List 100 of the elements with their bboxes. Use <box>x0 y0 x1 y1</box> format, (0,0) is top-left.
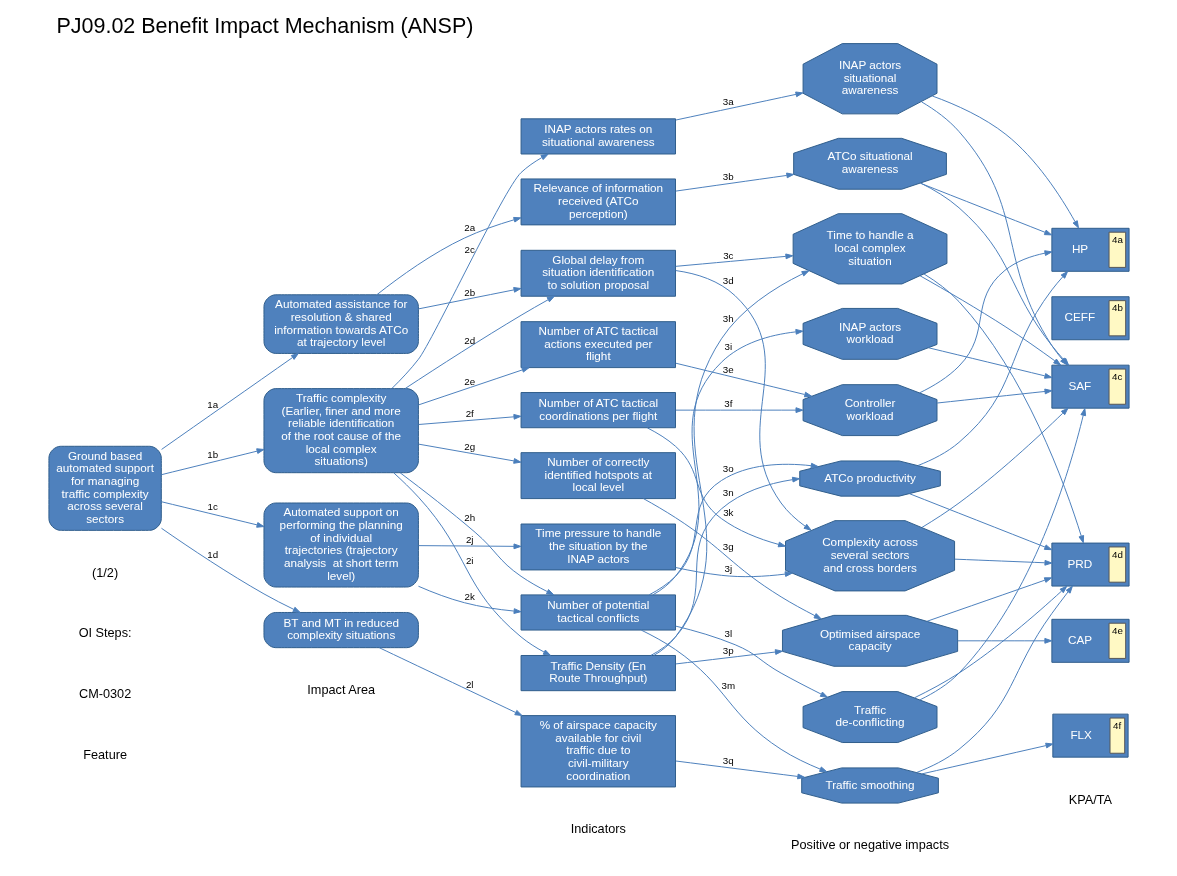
edge-label: 1a <box>206 399 218 411</box>
arrow <box>674 362 812 398</box>
arrow <box>160 353 299 450</box>
label: KPA/TA <box>1068 792 1112 807</box>
node-box: Automated support on performing the planning of individual trajectories (trajectory analysis at short term level) <box>263 502 419 588</box>
node-box: Automated assistance for resolution & shared information towards ATCo at trajectory level <box>263 294 419 354</box>
arrow <box>417 443 521 464</box>
arrow <box>376 216 521 296</box>
edge-label: 3o <box>722 462 734 474</box>
arrow <box>417 585 521 614</box>
edge-label: 3l <box>723 627 732 639</box>
node-box: Global delay from situation identification to solution proposal <box>520 249 676 297</box>
label: CM-0302 <box>78 686 131 701</box>
node-box: HP 4a <box>1050 227 1130 272</box>
label: Impact Area <box>306 683 375 697</box>
label: Positive or negative impacts <box>790 838 949 853</box>
arrow <box>646 427 786 548</box>
edge-label: 2h <box>463 511 475 523</box>
node-box: Number of correctly identified hotspots at local level <box>520 452 676 500</box>
edge-label: 1b <box>206 449 218 461</box>
edge-label: 2a <box>463 222 475 234</box>
arrow <box>417 367 530 406</box>
arrow <box>918 250 1052 394</box>
label: OI Steps: <box>78 626 132 641</box>
arrow <box>674 760 805 780</box>
arrow <box>160 501 264 528</box>
node-box: FLX 4f <box>1051 713 1129 758</box>
node-box: Traffic complexity (Earlier, finer and more reliable identification of the root cause of the local complex situations) <box>263 388 419 474</box>
arrow <box>936 388 1052 404</box>
arrow <box>927 347 1052 379</box>
edge-label: 3k <box>722 506 733 518</box>
arrow <box>908 493 1052 551</box>
arrow <box>378 647 522 716</box>
edge-label: 2c <box>464 243 475 255</box>
edge-label: 3e <box>722 363 734 375</box>
arrow <box>926 577 1052 622</box>
arrow <box>160 448 264 476</box>
arrow <box>956 637 1052 644</box>
arrow <box>674 270 811 531</box>
arrow <box>392 472 551 656</box>
arrow <box>674 567 793 578</box>
edge-label: 3i <box>723 340 732 352</box>
node-box: Number of ATC tactical coordinations per flight <box>520 392 676 429</box>
arrow <box>915 585 1073 773</box>
arrow <box>642 498 822 620</box>
node-box: SAF 4c <box>1050 364 1130 409</box>
arrow <box>417 413 521 425</box>
arrow <box>953 558 1052 566</box>
edge-label: 3a <box>722 96 734 108</box>
arrow <box>650 476 800 656</box>
edge-label: 2l <box>465 678 474 690</box>
arrow <box>919 408 1086 701</box>
arrow <box>652 328 803 596</box>
edge-label: 3n <box>722 487 734 499</box>
edge-label: 3b <box>722 171 734 183</box>
edge-label: 3j <box>723 563 732 575</box>
edge-label: 3d <box>722 275 734 287</box>
node-box: Number of ATC tactical actions executed per flight <box>520 321 676 369</box>
arrow <box>919 182 1052 236</box>
edge-label: 2b <box>463 286 475 298</box>
arrow <box>919 275 1061 366</box>
edge-label: 2e <box>463 375 475 387</box>
node-box: CAP 4e <box>1050 618 1130 663</box>
label: Feature <box>82 747 127 762</box>
node-box: PRD 4d <box>1050 542 1130 587</box>
arrow <box>674 649 783 665</box>
edge-label: 3h <box>722 313 734 325</box>
arrow <box>652 270 809 656</box>
edge-label: 2d <box>463 334 475 346</box>
edge-label: 3p <box>722 644 734 656</box>
label: Indicators <box>570 821 626 836</box>
arrow <box>417 543 521 550</box>
arrow <box>391 153 549 389</box>
arrow <box>640 629 827 773</box>
arrow <box>674 625 828 698</box>
edge-label: 2j <box>465 534 474 546</box>
node-box: % of airspace capacity available for civil traffic due to civil-military coordination <box>520 715 676 788</box>
arrow <box>674 91 803 121</box>
edge-label: 1d <box>206 548 218 560</box>
edge-label: 3f <box>723 398 732 410</box>
edge-label: 2f <box>465 407 474 419</box>
arrow <box>399 472 554 596</box>
node-box: Relevance of information received (ATCo perception) <box>520 178 676 226</box>
node-box: Ground based automated support for managing traffic complexity across several sectors <box>47 445 162 531</box>
node-box: Time pressure to handle the situation by the INAP actors <box>520 523 676 571</box>
diagram-title: PJ09.02 Benefit Impact Mechanism (ANSP) <box>55 14 473 39</box>
arrow <box>674 172 794 192</box>
arrow <box>931 95 1079 229</box>
arrow <box>923 273 1084 544</box>
arrow <box>648 462 819 596</box>
edge-label: 1c <box>206 500 218 512</box>
edge-label: 3c <box>722 249 733 261</box>
arrow <box>913 585 1067 699</box>
node-box: Traffic Density (En Route Throughput) <box>520 655 676 692</box>
node-box: CEFF 4b <box>1050 296 1130 341</box>
arrow <box>921 742 1053 775</box>
node-box: INAP actors rates on situational awareness <box>520 118 676 155</box>
arrow <box>404 295 555 389</box>
edge-label: 2k <box>464 590 475 602</box>
node-box: BT and MT in reduced complexity situations <box>263 612 419 649</box>
